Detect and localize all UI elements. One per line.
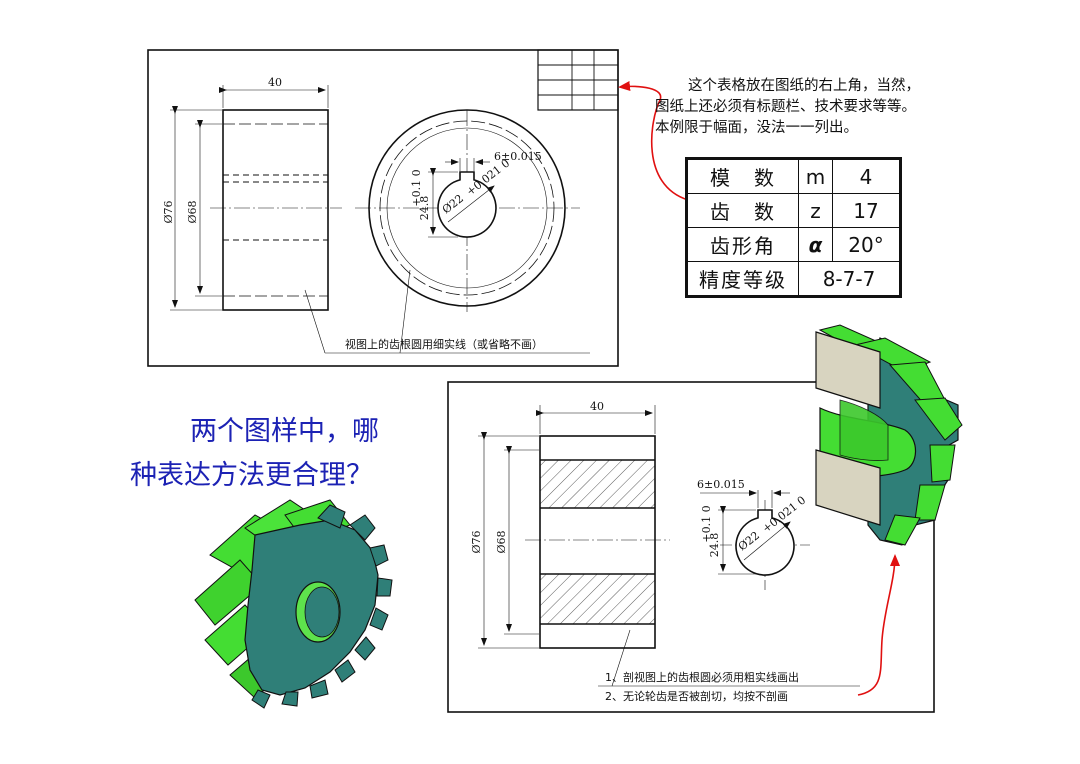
callout-line-1: 这个表格放在图纸的右上角，当然，	[688, 78, 920, 94]
gear-front-view-1: 40 Ø76 Ø68	[162, 76, 342, 311]
keyway-depth-tol-2: +0.1 0	[700, 505, 713, 542]
param-value: 17	[832, 193, 901, 228]
outer-diameter-dim-2: Ø76	[470, 530, 483, 553]
question-line-1: 两个图样中，哪	[190, 416, 379, 447]
param-symbol: α	[798, 227, 833, 262]
keyway-width-dim-1: 6±0.015	[494, 150, 542, 163]
keyway-depth-dim-2: 24.8	[708, 533, 721, 558]
small-parameter-table	[537, 49, 619, 111]
question-text: 两个图样中，哪 种表达方法更合理？	[130, 410, 420, 498]
param-value: 8-7-7	[798, 261, 901, 297]
outer-diameter-dim-1: Ø76	[162, 200, 175, 223]
param-name: 齿形角	[686, 227, 799, 262]
gear-3d-sectioned	[815, 324, 963, 546]
param-symbol: m	[798, 158, 833, 194]
param-value: 20°	[832, 227, 901, 262]
table-row: 齿形角 α 20°	[686, 227, 901, 262]
callout-line-3: 本例限于幅面，没法一一列出。	[655, 120, 858, 136]
gear-section-view-2: 40 Ø76 Ø68	[470, 400, 670, 649]
param-value: 4	[832, 158, 901, 194]
callout-text: 这个表格放在图纸的右上角，当然， 图纸上还必须有标题栏、技术要求等等。 本例限于…	[655, 76, 985, 139]
note-drawing-2-line1: 1、剖视图上的齿根圆必须用粗实线画出	[605, 670, 799, 684]
gear-3d-full	[194, 499, 393, 709]
width-dimension-2: 40	[590, 400, 604, 413]
root-diameter-dim-1: Ø68	[186, 200, 199, 223]
red-arrow-to-table	[618, 81, 689, 201]
note-drawing-1: 视图上的齿根圆用细实线（或省略不画）	[345, 337, 543, 351]
note-drawing-2-line2: 2、无论轮齿是否被剖切，均按不剖画	[605, 689, 788, 703]
keyway-depth-tol-1: +0.1 0	[410, 169, 423, 206]
param-name: 齿 数	[686, 193, 799, 228]
drawing-sheet-1: 40 Ø76 Ø68 6±0.015	[147, 49, 619, 367]
gear-parameter-table: 模 数 m 4 齿 数 z 17 齿形角 α 20° 精度等级 8-7-7	[685, 157, 902, 298]
red-arrow-to-section-gear	[857, 554, 900, 696]
bore-view-2: 6±0.015 24.8 +0.1 0 Ø22 +0.021 0	[697, 478, 810, 590]
param-symbol: z	[798, 193, 833, 228]
callout-line-2: 图纸上还必须有标题栏、技术要求等等。	[655, 99, 916, 115]
question-line-2: 种表达方法更合理？	[130, 460, 373, 491]
keyway-width-dim-2: 6±0.015	[697, 478, 745, 491]
width-dimension-1: 40	[268, 76, 282, 89]
param-name: 精度等级	[686, 261, 799, 297]
keyway-depth-dim-1: 24.8	[418, 196, 431, 221]
table-row: 精度等级 8-7-7	[686, 261, 901, 297]
table-row: 模 数 m 4	[686, 158, 901, 194]
root-diameter-dim-2: Ø68	[495, 530, 508, 553]
table-row: 齿 数 z 17	[686, 193, 901, 228]
param-name: 模 数	[686, 158, 799, 194]
